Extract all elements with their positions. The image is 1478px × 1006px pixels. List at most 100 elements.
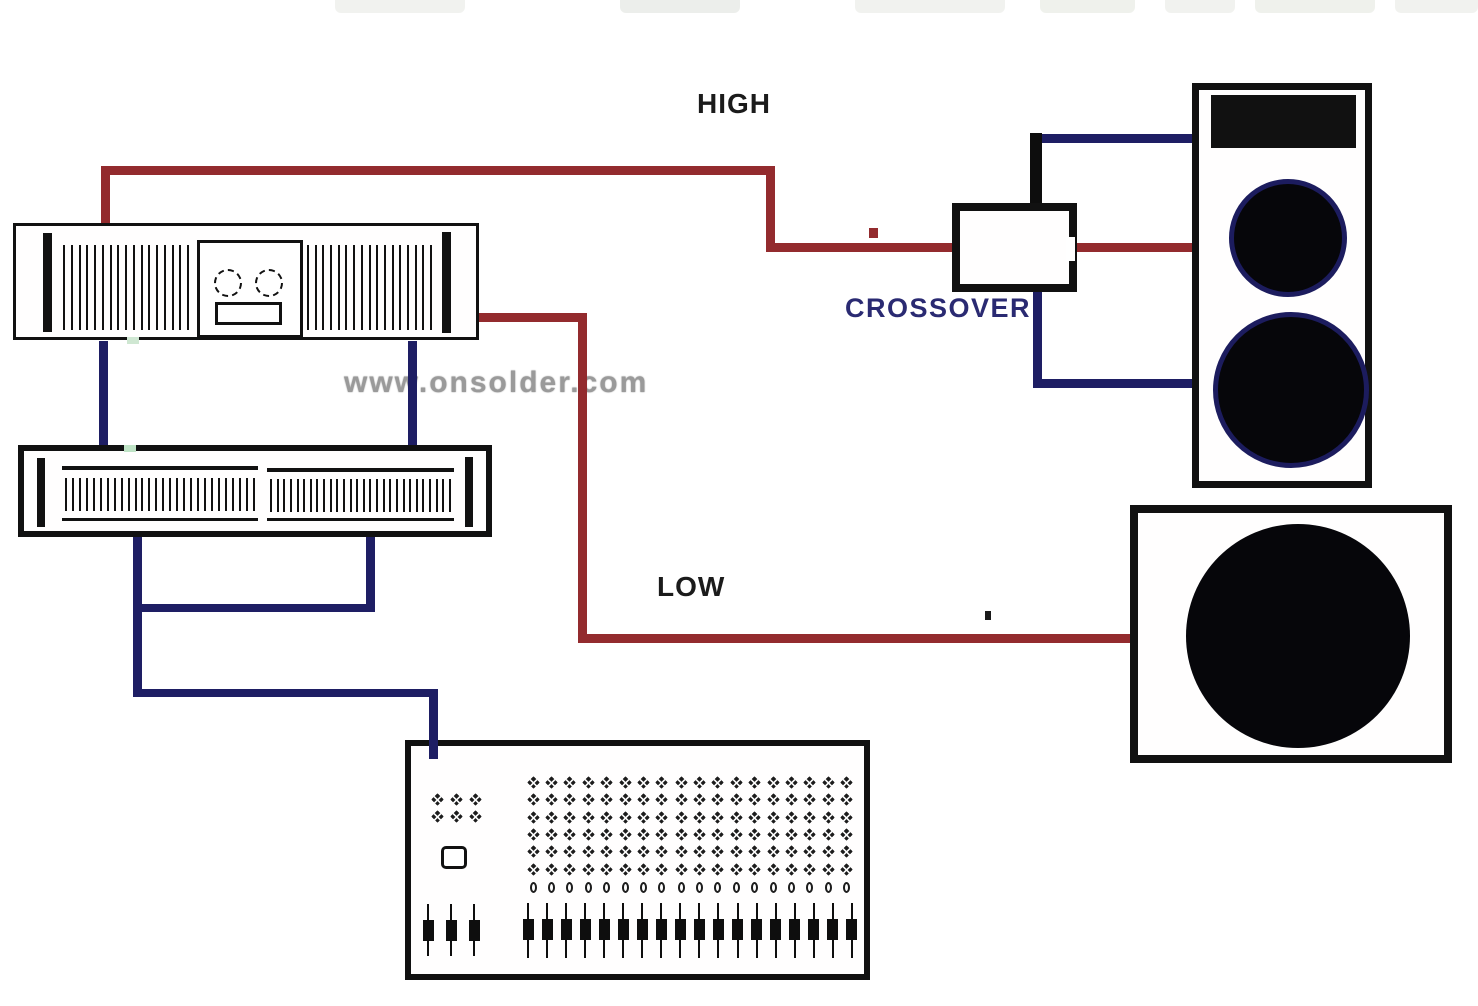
channel-knob-icon [526,810,540,824]
vent-slat [289,478,292,512]
channel-knob-icon [693,862,706,876]
channel-knob-icon [545,776,558,790]
channel-knob-icon [563,828,577,841]
gain-knob-icon [584,882,592,893]
channel-knob-icon [581,862,595,876]
vent-slat [117,245,120,330]
fader-handle [846,903,858,958]
crossover-label: CROSSOVER [845,293,1032,323]
channel-knob-icon [693,793,706,807]
vent-slat [402,478,405,512]
channel-knob-icon [729,828,743,841]
console-gain-row-3 [764,880,856,895]
channel-knob-icon [803,776,817,790]
gain-knob-icon [677,882,685,893]
watermark-text: www.onsolder.com [344,366,649,399]
vent-slat [163,245,166,330]
channel-knob-icon [803,862,817,876]
gain-knob-icon [714,882,722,893]
channel-knob-icon [766,845,780,859]
channel-knob-icon [840,776,854,790]
vent-slat [197,477,200,511]
truncated-title-artifact [1395,0,1478,13]
vent-slat [316,478,319,512]
channel-knob-icon [803,810,817,824]
channel-knob-icon [526,862,540,876]
fader-handle [770,903,782,958]
channel-knob-icon [637,845,650,859]
channel-knob-icon [748,828,762,841]
fader-handle [445,904,457,956]
gain-knob-icon [640,882,648,893]
vent-slat [383,245,386,330]
channel-knob-icon [711,810,725,824]
vent-slat [71,477,74,511]
channel-knob-icon [711,828,725,841]
channel-knob-icon [674,828,688,841]
vent-slat [345,245,348,330]
vent-slat [238,477,241,511]
channel-knob-icon [526,793,540,807]
vent-slat [204,477,207,511]
wire-crossover-bottom-vertical [1033,290,1042,388]
fader-handle [636,903,648,958]
gain-knob-icon [843,882,851,893]
vent-slat [85,477,88,511]
vent-slat [296,478,299,512]
fader-handle [827,903,839,958]
channel-knob-icon [637,862,650,876]
vent-slat [429,478,431,512]
channel-knob-icon [655,828,669,841]
vent-slat [356,478,359,512]
vent-slat [303,478,306,512]
channel-knob-icon [600,828,614,841]
low-output-label: LOW [657,571,726,602]
channel-knob-icon [545,828,558,841]
vent-slat [414,245,417,330]
vent-slat [245,477,248,511]
amp1-knob-icon [214,269,242,297]
channel-knob-icon [840,793,854,807]
channel-knob-icon [545,810,558,824]
channel-knob-icon [729,845,743,859]
gain-knob-icon [824,882,832,893]
channel-knob-icon [637,828,650,841]
fader-handle [789,903,801,958]
channel-knob-icon [563,862,577,876]
gain-knob-icon [658,882,666,893]
gain-knob-icon [603,882,611,893]
channel-knob-icon [729,793,743,807]
vent-slat [140,245,143,330]
channel-knob-icon [655,845,669,859]
wire-crossover-bottom-to-speaker [1033,379,1193,388]
channel-knob-icon [526,776,540,790]
channel-knob-icon [563,776,577,790]
gain-knob-icon [566,882,574,893]
vent-slat [211,477,214,511]
channel-knob-icon [785,793,798,807]
channel-knob-icon [803,828,817,841]
vent-slat [148,477,151,511]
channel-knob-icon [840,828,854,841]
console-knob-bank-1 [524,774,671,878]
vent-slat [179,245,182,330]
amp1-left-bar [43,233,52,332]
wire-amp1-to-amp2-left [99,341,108,449]
channel-knob-icon [748,810,762,824]
vent-slat [92,477,95,511]
channel-knob-icon [600,776,614,790]
channel-knob-icon [637,776,650,790]
console-gain-row-2 [672,880,764,895]
channel-knob-icon [711,845,725,859]
vent-slat [132,245,135,330]
amp1-vent-grille-right [307,245,432,330]
vent-slat [109,245,112,330]
amp2-right-bar [465,457,473,527]
vent-slat [382,478,385,512]
channel-knob-icon [821,862,835,876]
vent-slat [368,245,371,330]
channel-knob-icon [693,828,706,841]
amp1-vent-grille-left [63,245,189,330]
vent-slat [362,478,365,512]
vent-slat [141,477,144,511]
